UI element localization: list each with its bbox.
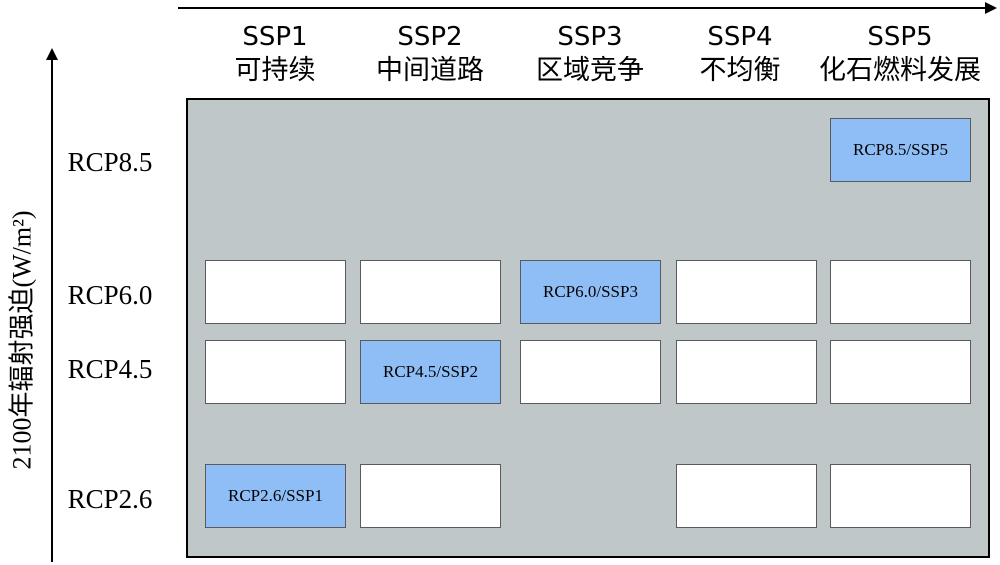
column-header-name: 化石燃料发展 bbox=[819, 55, 981, 86]
y-axis-title: 2100年辐射强迫(W/m²) bbox=[0, 140, 40, 540]
combination-cell bbox=[676, 260, 817, 324]
highlighted-combination-cell: RCP2.6/SSP1 bbox=[205, 464, 346, 528]
row-label-rcp8-5: RCP8.5 bbox=[67, 147, 153, 177]
combination-cell bbox=[360, 260, 501, 324]
combination-label: RCP4.5/SSP2 bbox=[383, 362, 478, 381]
column-header-ssp: SSP5 bbox=[867, 22, 933, 52]
column-header-name: 区域竞争 bbox=[536, 55, 644, 86]
column-header-ssp: SSP1 bbox=[242, 22, 308, 52]
combination-cell bbox=[676, 340, 817, 404]
combination-cell bbox=[830, 464, 971, 528]
column-header-ssp: SSP3 bbox=[557, 22, 623, 52]
combination-cell bbox=[830, 340, 971, 404]
combination-cell bbox=[205, 340, 346, 404]
y-axis-title-text: 2100年辐射强迫(W/m²) bbox=[7, 210, 37, 470]
combination-label: RCP6.0/SSP3 bbox=[543, 282, 638, 301]
highlighted-combination-cell: RCP6.0/SSP3 bbox=[520, 260, 661, 324]
combination-cell bbox=[520, 340, 661, 404]
column-header-ssp: SSP4 bbox=[707, 22, 773, 52]
combination-label: RCP2.6/SSP1 bbox=[228, 486, 323, 505]
highlighted-combination-cell: RCP4.5/SSP2 bbox=[360, 340, 501, 404]
combination-cell bbox=[676, 464, 817, 528]
combination-label: RCP8.5/SSP5 bbox=[853, 140, 948, 159]
column-header-name: 中间道路 bbox=[376, 55, 484, 86]
combination-cell bbox=[360, 464, 501, 528]
column-header-ssp: SSP2 bbox=[397, 22, 463, 52]
row-label-rcp2-6: RCP2.6 bbox=[67, 484, 153, 514]
highlighted-combination-cell: RCP8.5/SSP5 bbox=[830, 118, 971, 182]
combination-cell bbox=[830, 260, 971, 324]
column-header-name: 不均衡 bbox=[699, 55, 781, 86]
row-label-rcp4-5: RCP4.5 bbox=[67, 354, 153, 384]
combination-cell bbox=[205, 260, 346, 324]
column-header-name: 可持续 bbox=[234, 55, 316, 86]
row-label-rcp6-0: RCP6.0 bbox=[67, 280, 153, 310]
